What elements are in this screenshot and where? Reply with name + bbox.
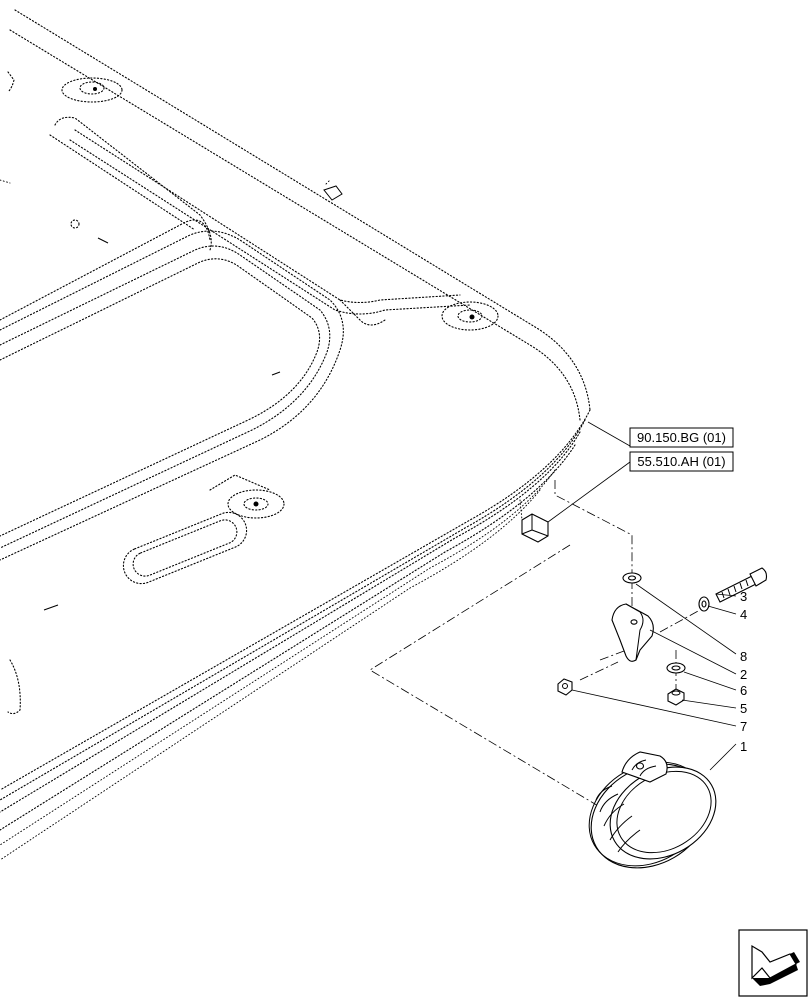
callout-5[interactable]: 5 xyxy=(740,701,747,716)
nut-part-7 xyxy=(557,678,573,696)
reference-box-55-510[interactable]: 55.510.AH (01) xyxy=(629,451,734,472)
callout-8[interactable]: 8 xyxy=(740,649,747,664)
exploded-view-arrow-icon[interactable] xyxy=(738,929,808,997)
washer-part-6 xyxy=(666,662,686,674)
callout-4[interactable]: 4 xyxy=(740,607,747,622)
callout-numbers: 1 2 3 4 5 6 7 8 xyxy=(740,589,747,754)
reference-box-90-150[interactable]: 90.150.BG (01) xyxy=(629,427,734,448)
work-light-part-1 xyxy=(588,751,717,869)
bracket-part-2 xyxy=(611,603,654,662)
callout-1[interactable]: 1 xyxy=(740,739,747,754)
reference-label: 90.150.BG (01) xyxy=(637,430,726,445)
nut-part-5 xyxy=(667,688,685,706)
leader-lines xyxy=(547,421,737,771)
reference-label: 55.510.AH (01) xyxy=(637,454,725,469)
callout-3[interactable]: 3 xyxy=(740,589,747,604)
callout-7[interactable]: 7 xyxy=(740,719,747,734)
washer-part-8 xyxy=(622,572,642,584)
washer-part-4 xyxy=(698,596,710,612)
callout-6[interactable]: 6 xyxy=(740,683,747,698)
callout-2[interactable]: 2 xyxy=(740,667,747,682)
cab-roof xyxy=(0,9,591,861)
parts xyxy=(557,567,768,869)
